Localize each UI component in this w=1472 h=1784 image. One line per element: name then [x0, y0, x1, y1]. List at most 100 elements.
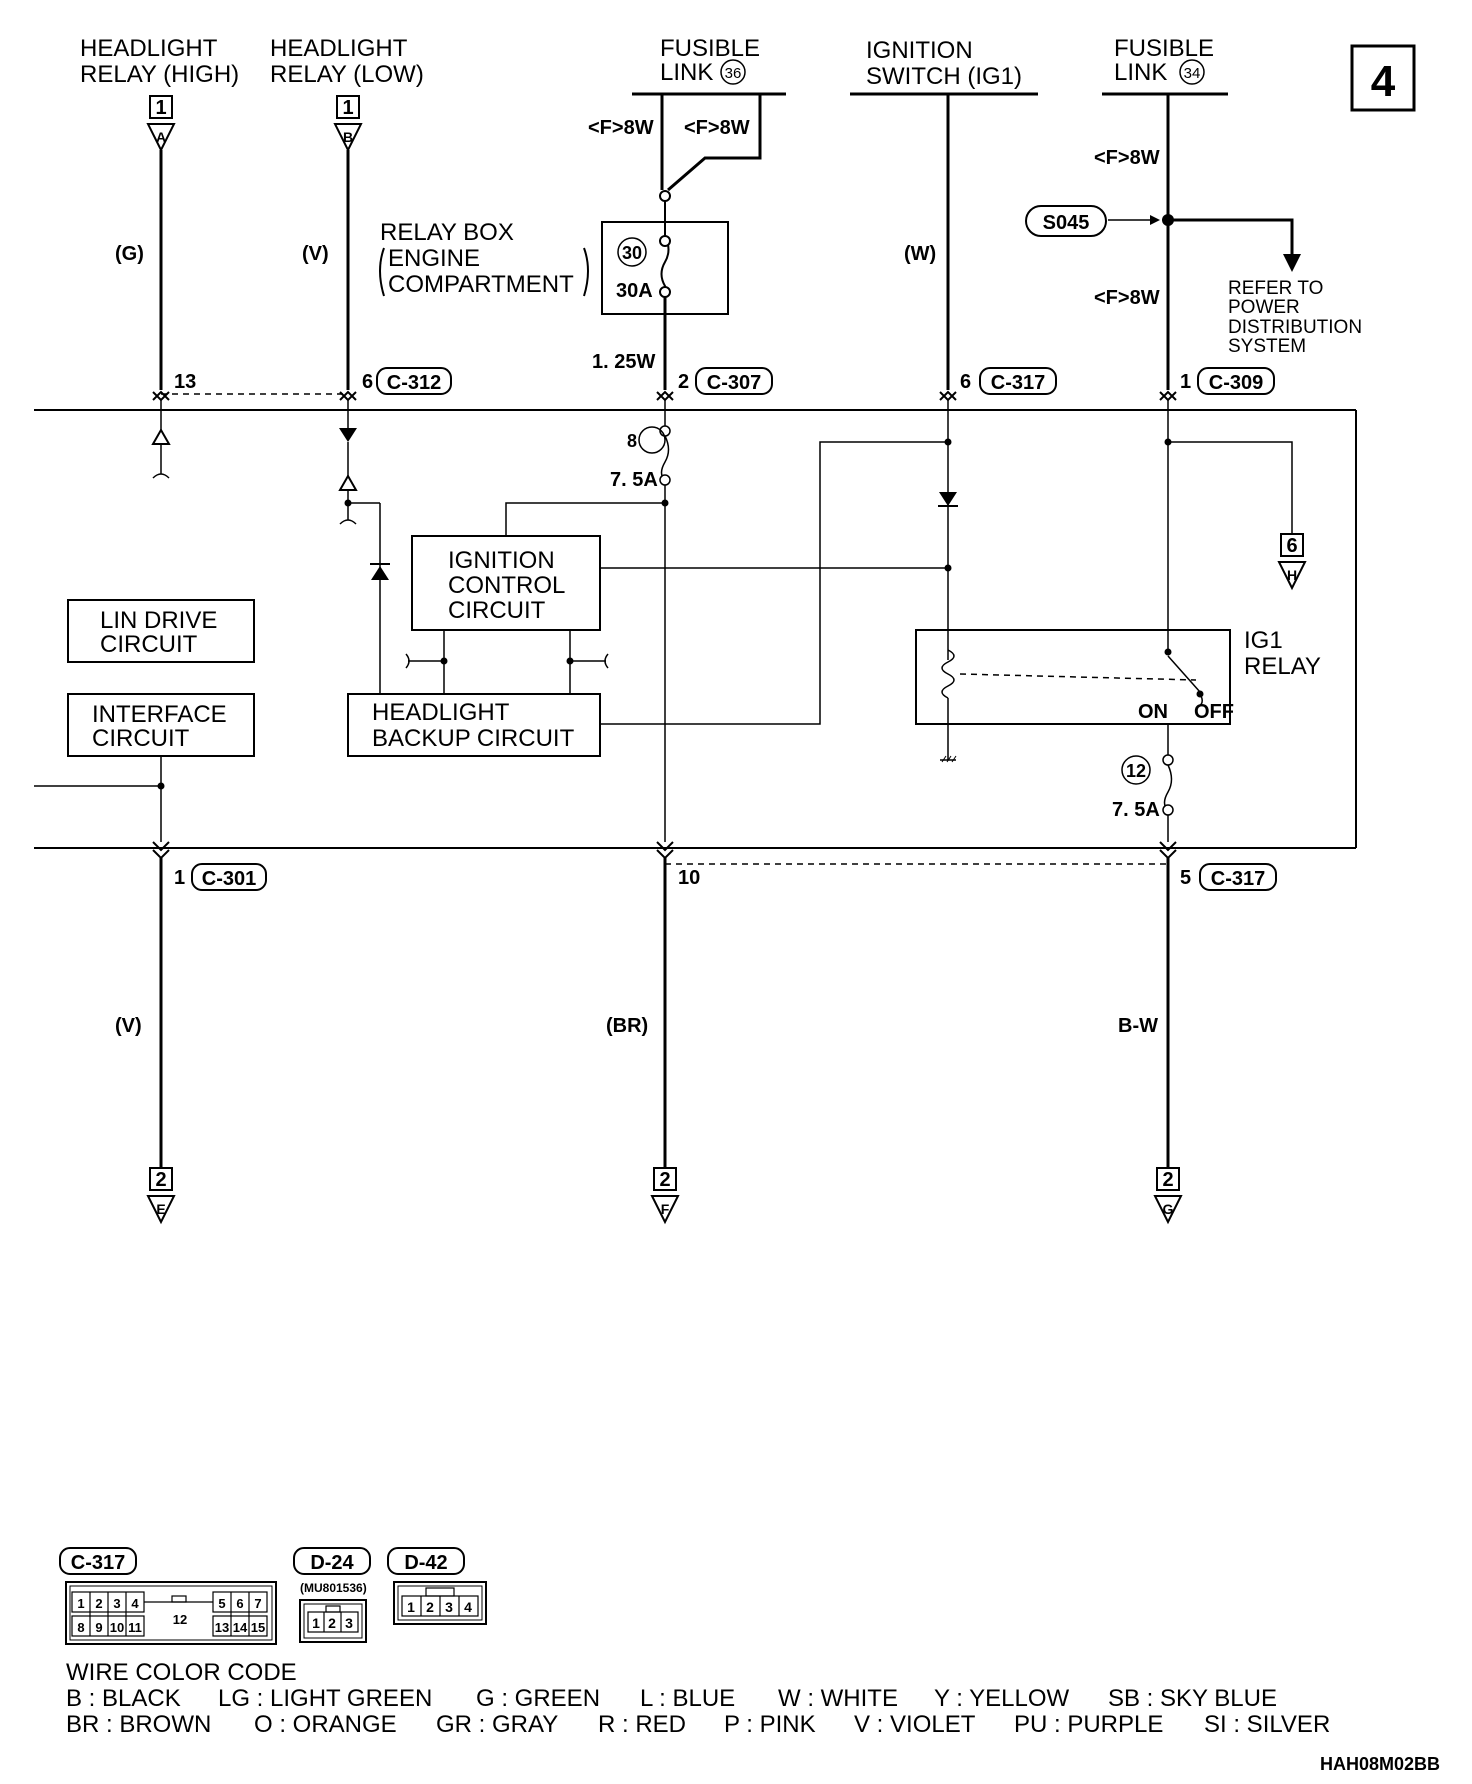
legend-g: G : GREEN — [476, 1685, 600, 1712]
cv-d42-title: D-42 — [404, 1552, 447, 1574]
cv-d24-part: (MU801536) — [300, 1581, 367, 1595]
hl-low-line2: RELAY (LOW) — [270, 61, 424, 88]
headlight-backup-circuit: HEADLIGHT BACKUP CIRCUIT — [347, 693, 601, 757]
source-fusible-link-34: FUSIBLE LINK 34 — [1102, 35, 1228, 96]
pin-10: 10 — [678, 867, 700, 889]
hb-line2: BACKUP CIRCUIT — [372, 725, 575, 752]
page-number: 4 — [1371, 57, 1396, 106]
lin-line2: CIRCUIT — [100, 631, 198, 658]
top-connectors: 13 6 C-312 2 C-307 6 C-317 1 C-309 — [161, 367, 1275, 395]
ref-f-num: 2 — [659, 1169, 670, 1191]
ig1-relay: IG1 RELAY ON OFF — [915, 627, 1321, 725]
legend-lg: LG : LIGHT GREEN — [218, 1685, 432, 1712]
lin-drive-circuit: LIN DRIVE CIRCUIT — [67, 599, 255, 663]
wire-label-g: (G) — [115, 243, 144, 265]
legend-o: O : ORANGE — [254, 1711, 397, 1738]
f8w-fl34-top: <F>8W — [1094, 147, 1160, 169]
source-fusible-link-36: FUSIBLE LINK 36 — [632, 35, 786, 96]
fuse-8-rating: 7. 5A — [610, 469, 658, 491]
diagram-code: HAH08M02BB — [1320, 1754, 1440, 1774]
c317-p4: 4 — [131, 1596, 139, 1611]
legend-v: V : VIOLET — [854, 1711, 976, 1738]
refer-line1: REFER TO — [1228, 278, 1323, 299]
ignition-control-circuit: IGNITION CONTROL CIRCUIT — [411, 535, 601, 631]
c317-p5: 5 — [218, 1596, 225, 1611]
ign-line1: IGNITION — [866, 37, 973, 64]
wire-label-v-top: (V) — [302, 243, 329, 265]
relay-box-line3: COMPARTMENT — [388, 271, 574, 298]
conn-c309: C-309 — [1209, 372, 1263, 394]
d42-p3: 3 — [445, 1599, 453, 1615]
d42-p4: 4 — [464, 1599, 472, 1615]
ign-ctrl-line1: IGNITION — [448, 547, 555, 574]
connector-view-d42: D-42 1 2 3 4 — [387, 1547, 487, 1625]
pin-2-c307: 2 — [678, 371, 689, 393]
int-line2: CIRCUIT — [92, 725, 190, 752]
legend-si: SI : SILVER — [1204, 1711, 1330, 1738]
wire-label-br: (BR) — [606, 1015, 648, 1037]
hl-high-line1: HEADLIGHT — [80, 35, 218, 62]
ref-g-letter: G — [1163, 1201, 1174, 1217]
relay-box-line1: RELAY BOX — [380, 219, 514, 246]
fl36-line2: LINK — [660, 59, 713, 86]
legend-y: Y : YELLOW — [934, 1685, 1070, 1712]
fl34-num: 34 — [1184, 65, 1201, 82]
source-ignition-switch: IGNITION SWITCH (IG1) — [850, 37, 1038, 96]
d24-p1: 1 — [312, 1615, 320, 1631]
conn-c317-bottom: C-317 — [1211, 868, 1265, 890]
c317-p3: 3 — [113, 1596, 120, 1611]
ig1-line2: RELAY — [1244, 653, 1321, 680]
pin-6-c312: 6 — [362, 371, 373, 393]
d42-p2: 2 — [426, 1599, 434, 1615]
wire-label-w: (W) — [904, 243, 936, 265]
legend-pu: PU : PURPLE — [1014, 1711, 1163, 1738]
lin-line1: LIN DRIVE — [100, 607, 217, 634]
splice-id: S045 — [1043, 212, 1090, 234]
ref-e-letter: E — [156, 1201, 165, 1217]
refer-line4: SYSTEM — [1228, 336, 1306, 357]
source-headlight-high: HEADLIGHT RELAY (HIGH) 1 A — [80, 35, 239, 153]
wire-label-v-bottom: (V) — [115, 1015, 142, 1037]
splice-s045: S045 — [1025, 205, 1160, 237]
legend-l: L : BLUE — [640, 1685, 735, 1712]
ref-h-num: 6 — [1286, 535, 1297, 557]
d24-p2: 2 — [328, 1615, 336, 1631]
legend-p: P : PINK — [724, 1711, 816, 1738]
hl-low-ref-num: 1 — [342, 97, 353, 119]
ig1-off: OFF — [1194, 701, 1234, 723]
wire-color-legend: WIRE COLOR CODE B : BLACK LG : LIGHT GRE… — [66, 1659, 1330, 1738]
ign-line2: SWITCH (IG1) — [866, 63, 1022, 90]
c317-p9: 9 — [95, 1620, 102, 1635]
conn-c312: C-312 — [387, 372, 441, 394]
hl-low-line1: HEADLIGHT — [270, 35, 408, 62]
int-line1: INTERFACE — [92, 701, 227, 728]
fuse-8-num: 8 — [627, 431, 637, 451]
hl-high-line2: RELAY (HIGH) — [80, 61, 239, 88]
fuse-12-num: 12 — [1126, 761, 1146, 781]
source-headlight-low: HEADLIGHT RELAY (LOW) 1 B — [270, 35, 424, 153]
f8w-fl34-bottom: <F>8W — [1094, 287, 1160, 309]
pin-5-c317: 5 — [1180, 867, 1191, 889]
fl36-line1: FUSIBLE — [660, 35, 760, 62]
wire-label-bw: B-W — [1118, 1015, 1158, 1037]
cv-c317-title: C-317 — [71, 1552, 125, 1574]
fuse-12-rating: 7. 5A — [1112, 799, 1160, 821]
wire-label-125w: 1. 25W — [592, 351, 655, 373]
c317-p1: 1 — [77, 1596, 84, 1611]
c317-p14: 14 — [233, 1620, 248, 1635]
refer-line3: DISTRIBUTION — [1228, 317, 1362, 338]
hl-high-ref-num: 1 — [155, 97, 166, 119]
c317-p11: 11 — [128, 1620, 142, 1635]
legend-b: B : BLACK — [66, 1685, 181, 1712]
c317-p6: 6 — [236, 1596, 243, 1611]
ref-e-num: 2 — [155, 1169, 166, 1191]
ref-h-letter: H — [1287, 567, 1297, 583]
conn-c307: C-307 — [707, 372, 761, 394]
pin-1-c301: 1 — [174, 867, 185, 889]
ig1-line1: IG1 — [1244, 627, 1283, 654]
refer-line2: POWER — [1228, 297, 1300, 318]
relay-box-engine-compartment: RELAY BOX ENGINE COMPARTMENT 30 30A — [379, 219, 729, 315]
legend-br: BR : BROWN — [66, 1711, 211, 1738]
legend-title: WIRE COLOR CODE — [66, 1659, 297, 1686]
